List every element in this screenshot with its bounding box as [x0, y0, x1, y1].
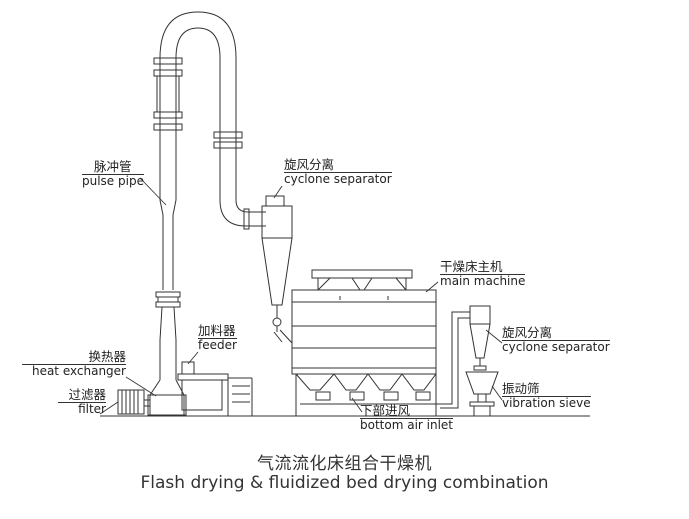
label-bottom-air-inlet-en: bottom air inlet [360, 418, 454, 432]
label-filter-zh: 过滤器 [58, 388, 106, 403]
caption-english: Flash drying & fluidized bed drying comb… [140, 473, 549, 493]
leader-lines [99, 177, 503, 415]
label-cyclone-2-en: cyclone separator [502, 340, 610, 354]
label-main-machine-en: main machine [440, 274, 526, 288]
label-bottom-air-inlet-zh: 下部进风 [360, 404, 454, 419]
vibration-sieve-drawing [465, 371, 499, 416]
label-feeder-en: feeder [198, 338, 237, 352]
label-cyclone-1-en: cyclone separator [284, 172, 392, 186]
label-cyclone-1-zh: 旋风分离 [284, 158, 392, 173]
main-machine-drawing [291, 269, 470, 416]
label-main-machine-zh: 干燥床主机 [440, 260, 526, 275]
label-pulse-pipe-zh: 脉冲管 [82, 160, 144, 175]
label-filter: 过滤器 filter [58, 388, 106, 416]
label-cyclone-2-zh: 旋风分离 [502, 326, 610, 341]
u-bend-drawing [159, 11, 266, 230]
label-cyclone-2: 旋风分离 cyclone separator [502, 326, 610, 354]
label-feeder: 加料器 feeder [198, 324, 237, 352]
label-vibration-sieve: 振动筛 vibration sieve [502, 382, 591, 410]
label-feeder-zh: 加料器 [198, 323, 237, 339]
cyclone-1-drawing [261, 195, 293, 344]
label-heat-exchanger: 换热器 heat exchanger [22, 350, 126, 378]
cyclone-2-drawing [469, 305, 491, 371]
label-vibration-sieve-en: vibration sieve [502, 396, 591, 410]
feeder-drawing [177, 361, 253, 416]
label-pulse-pipe-en: pulse pipe [82, 174, 144, 188]
label-bottom-air-inlet: 下部进风 bottom air inlet [360, 404, 454, 432]
pulse-pipe-drawing [147, 57, 187, 416]
label-main-machine: 干燥床主机 main machine [440, 260, 526, 288]
label-heat-exchanger-en: heat exchanger [31, 364, 126, 378]
label-heat-exchanger-zh: 换热器 [22, 350, 126, 365]
heat-exchanger-drawing [117, 389, 150, 415]
label-cyclone-1: 旋风分离 cyclone separator [284, 158, 392, 186]
caption-chinese: 气流流化床组合干燥机 [257, 454, 432, 474]
label-pulse-pipe: 脉冲管 pulse pipe [82, 160, 144, 188]
label-filter-en: filter [78, 402, 106, 416]
label-vibration-sieve-zh: 振动筛 [502, 382, 591, 397]
